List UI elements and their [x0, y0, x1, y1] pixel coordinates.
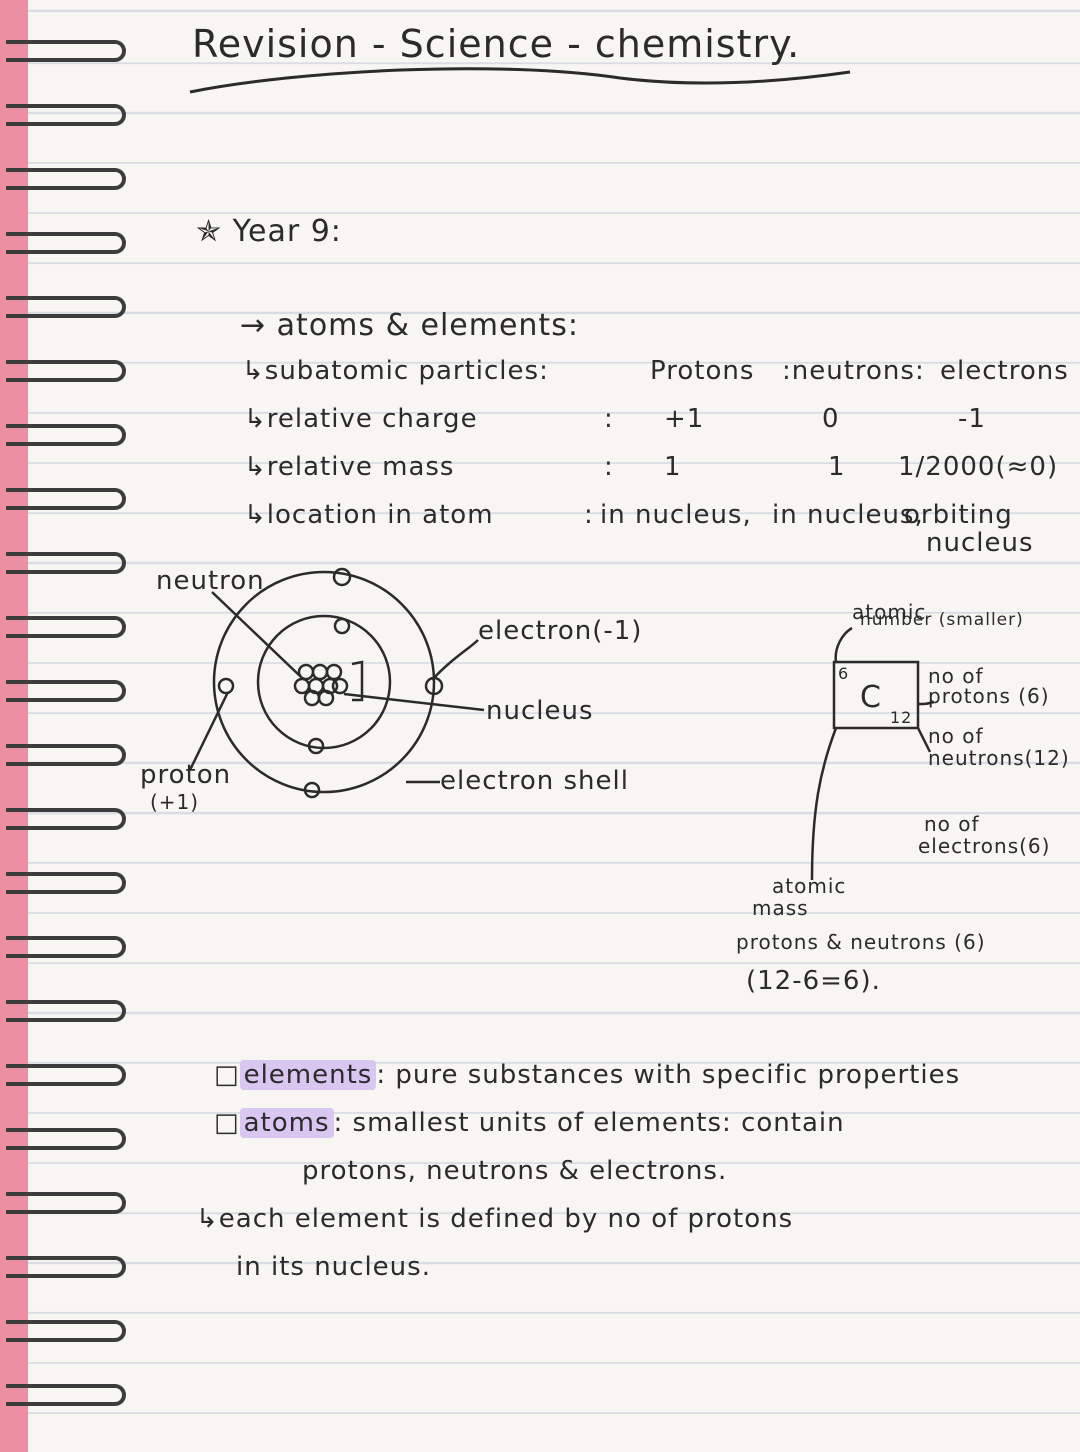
atomic-mass-3: protons & neutrons (6) — [736, 930, 986, 954]
ring — [6, 488, 126, 510]
ring — [6, 168, 126, 190]
row-mass-label: ↳relative mass — [244, 452, 455, 482]
atomic-mass-4: (12-6=6). — [746, 966, 881, 996]
row-charge-sep: : — [604, 404, 614, 434]
row-location-electrons-cont: nucleus — [926, 528, 1034, 558]
ring — [6, 872, 126, 894]
page-title: Revision - Science - chemistry. — [192, 22, 801, 66]
atoms-def: : smallest units of elements: contain — [333, 1108, 845, 1138]
topic-heading: → atoms & elements: — [240, 308, 579, 343]
atomic-number-label-2: number (smaller) — [860, 610, 1024, 630]
col-neutrons: :neutrons: — [782, 356, 925, 386]
col-protons: Protons — [650, 356, 755, 386]
atomic-mass-2: mass — [752, 896, 809, 920]
row-location-electrons: orbiting — [904, 500, 1013, 530]
ring — [6, 1384, 126, 1406]
row-mass-protons: 1 — [664, 452, 682, 482]
element-symbol: C — [860, 680, 882, 715]
row-location-neutrons: in nucleus, — [772, 500, 924, 530]
no-neutrons-2: neutrons(12) — [928, 746, 1070, 770]
row-mass-electrons: 1/2000(≈0) — [898, 452, 1059, 482]
ring — [6, 1000, 126, 1022]
element-mass: 12 — [890, 708, 913, 727]
label-electron-shell: electron shell — [440, 766, 629, 796]
ring — [6, 104, 126, 126]
ring — [6, 1064, 126, 1086]
row-location-sep: : — [584, 500, 594, 530]
ring — [6, 808, 126, 830]
ring — [6, 936, 126, 958]
elements-term: elements — [239, 1060, 377, 1090]
each-element-line2: in its nucleus. — [236, 1252, 431, 1282]
bullet-box: □ — [214, 1060, 240, 1090]
ring — [6, 1192, 126, 1214]
no-electrons-2: electrons(6) — [918, 834, 1051, 858]
atomic-mass-1: atomic — [772, 874, 847, 898]
row-location-protons: in nucleus, — [600, 500, 752, 530]
ring — [6, 680, 126, 702]
ring — [6, 1128, 126, 1150]
elements-def: : pure substances with specific properti… — [376, 1060, 961, 1090]
elements-note: □elements: pure substances with specific… — [214, 1060, 960, 1090]
element-number: 6 — [838, 664, 850, 683]
row-charge-electrons: -1 — [958, 404, 986, 434]
atoms-def-cont: protons, neutrons & electrons. — [302, 1156, 728, 1186]
col-electrons: electrons — [940, 356, 1069, 386]
ring — [6, 296, 126, 318]
ring — [6, 744, 126, 766]
ring — [6, 360, 126, 382]
bullet-box: □ — [214, 1108, 240, 1138]
table-header-label: ↳subatomic particles: — [242, 356, 549, 386]
atomic-number-label: atomic — [852, 600, 927, 624]
label-proton-charge: (+1) — [150, 790, 200, 814]
ring — [6, 232, 126, 254]
atoms-note: □atoms: smallest units of elements: cont… — [214, 1108, 845, 1138]
each-element-line1: ↳each element is defined by no of proton… — [196, 1204, 794, 1234]
ring — [6, 1256, 126, 1278]
row-location-label: ↳location in atom — [244, 500, 494, 530]
no-protons-2: protons (6) — [928, 684, 1050, 708]
label-neutron: neutron — [156, 566, 265, 596]
row-charge-neutrons: 0 — [822, 404, 840, 434]
row-charge-label: ↳relative charge — [244, 404, 478, 434]
ring — [6, 40, 126, 62]
ring — [6, 552, 126, 574]
atoms-term: atoms — [239, 1108, 334, 1138]
label-electron: electron(-1) — [478, 616, 643, 646]
row-mass-sep: : — [604, 452, 614, 482]
row-charge-protons: +1 — [664, 404, 705, 434]
ring — [6, 616, 126, 638]
section-heading: ✯ Year 9: — [196, 214, 342, 249]
no-electrons-1: no of — [924, 812, 980, 836]
label-nucleus: nucleus — [486, 696, 594, 726]
label-proton: proton — [140, 760, 232, 790]
row-mass-neutrons: 1 — [828, 452, 846, 482]
ring — [6, 1320, 126, 1342]
no-neutrons-1: no of — [928, 724, 984, 748]
no-protons-1: no of — [928, 664, 984, 688]
ring — [6, 424, 126, 446]
